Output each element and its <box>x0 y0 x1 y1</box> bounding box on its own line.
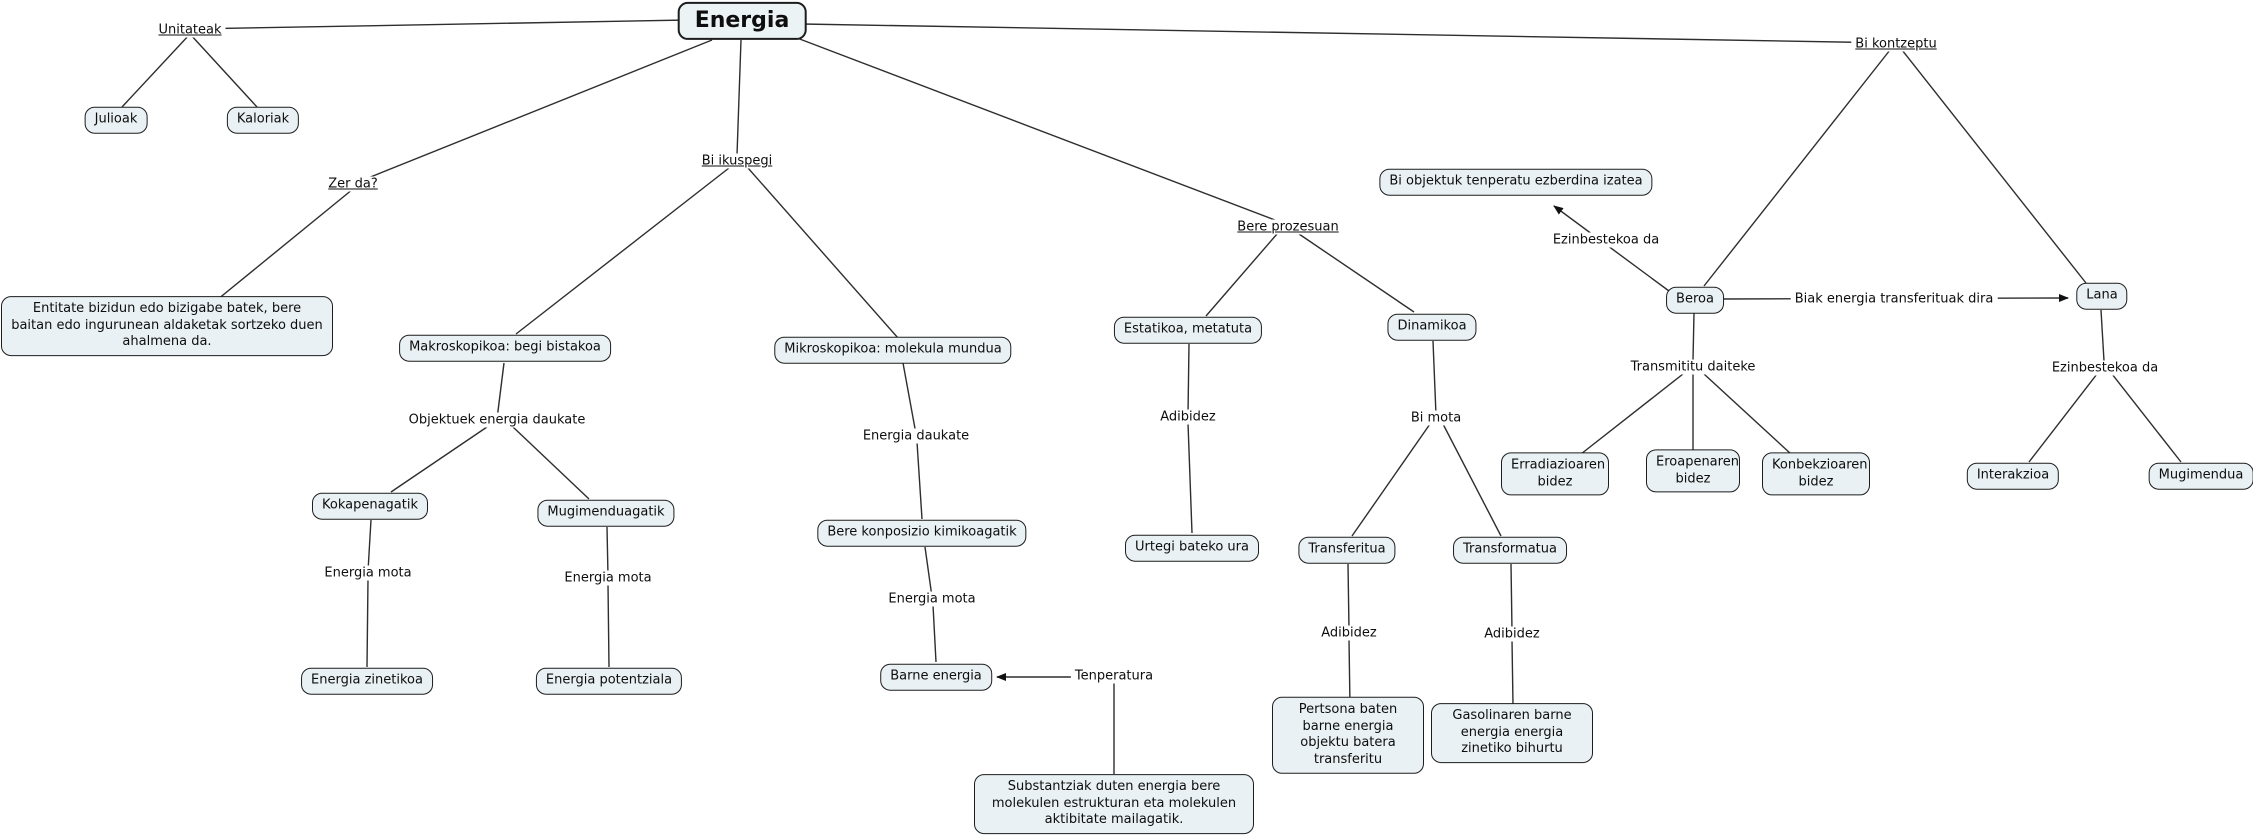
node-makroskopikoa[interactable]: Makroskopikoa: begi bistakoa <box>399 334 611 362</box>
link-label-objektuek-energia-daukate[interactable]: Objektuek energia daukate <box>404 412 590 428</box>
node-kokapenagatik[interactable]: Kokapenagatik <box>311 492 429 520</box>
link-label-energia-daukate[interactable]: Energia daukate <box>858 428 974 444</box>
node-mugimendua[interactable]: Mugimendua <box>2148 462 2253 490</box>
link-label-bi-mota[interactable]: Bi mota <box>1406 410 1466 426</box>
node-beroa[interactable]: Beroa <box>1666 286 1724 314</box>
node-mikroskopikoa[interactable]: Mikroskopikoa: molekula mundua <box>774 336 1012 364</box>
link-label-ezinbestekoa-1[interactable]: Ezinbestekoa da <box>1548 232 1664 248</box>
link-label-bi-kontzeptu[interactable]: Bi kontzeptu <box>1851 36 1941 52</box>
link-label-bere-prozesuan[interactable]: Bere prozesuan <box>1233 219 1343 235</box>
node-bi-objektuk[interactable]: Bi objektuk tenperatu ezberdina izatea <box>1379 168 1653 196</box>
node-kaloriak[interactable]: Kaloriak <box>226 106 300 134</box>
node-lana[interactable]: Lana <box>2076 282 2128 310</box>
link-label-ezinbestekoa-2[interactable]: Ezinbestekoa da <box>2047 360 2163 376</box>
node-pertsona[interactable]: Pertsona baten barne energia objektu bat… <box>1272 696 1424 774</box>
node-transferitua[interactable]: Transferitua <box>1298 536 1396 564</box>
node-julioak[interactable]: Julioak <box>84 106 148 134</box>
node-barne-energia[interactable]: Barne energia <box>880 663 992 691</box>
link-label-adibidez-1[interactable]: Adibidez <box>1156 409 1220 425</box>
node-interakzioa[interactable]: Interakzioa <box>1966 462 2060 490</box>
node-estatikoa[interactable]: Estatikoa, metatuta <box>1113 316 1263 344</box>
link-label-unitateak[interactable]: Unitateak <box>154 22 226 38</box>
node-urtegi[interactable]: Urtegi bateko ura <box>1125 534 1259 562</box>
link-label-transmititu-daiteke[interactable]: Transmititu daiteke <box>1626 359 1760 375</box>
node-energia[interactable]: Energia <box>677 1 807 41</box>
link-label-adibidez-2[interactable]: Adibidez <box>1317 625 1381 641</box>
link-label-tenperatura[interactable]: Tenperatura <box>1070 668 1158 684</box>
link-label-zer-da[interactable]: Zer da? <box>324 176 382 192</box>
node-konbekzioaren[interactable]: Konbekzioaren bidez <box>1762 452 1870 496</box>
node-mugimenduagatik[interactable]: Mugimenduagatik <box>537 499 675 527</box>
node-erradiazioaren[interactable]: Erradiazioaren bidez <box>1501 452 1609 496</box>
node-energia-potentziala[interactable]: Energia potentziala <box>535 667 683 695</box>
node-transformatua[interactable]: Transformatua <box>1453 536 1567 564</box>
node-definizioa[interactable]: Entitate bizidun edo bizigabe batek, ber… <box>1 296 333 356</box>
node-substantziak[interactable]: Substantziak duten energia bere molekule… <box>974 774 1254 834</box>
node-eroapenaren[interactable]: Eroapenaren bidez <box>1646 449 1740 493</box>
node-energia-zinetikoa[interactable]: Energia zinetikoa <box>301 667 433 695</box>
link-label-energia-mota-2[interactable]: Energia mota <box>560 570 656 586</box>
node-bere-konposizio[interactable]: Bere konposizio kimikoagatik <box>817 519 1027 547</box>
link-label-energia-mota-3[interactable]: Energia mota <box>884 591 980 607</box>
link-label-adibidez-3[interactable]: Adibidez <box>1480 626 1544 642</box>
link-label-bi-ikuspegi[interactable]: Bi ikuspegi <box>697 153 777 169</box>
node-dinamikoa[interactable]: Dinamikoa <box>1387 313 1477 341</box>
link-label-biak-energia-transferituak[interactable]: Biak energia transferituak dira <box>1790 291 1998 307</box>
node-gasolinaren[interactable]: Gasolinaren barne energia energia zineti… <box>1431 703 1593 763</box>
link-label-energia-mota-1[interactable]: Energia mota <box>320 565 416 581</box>
